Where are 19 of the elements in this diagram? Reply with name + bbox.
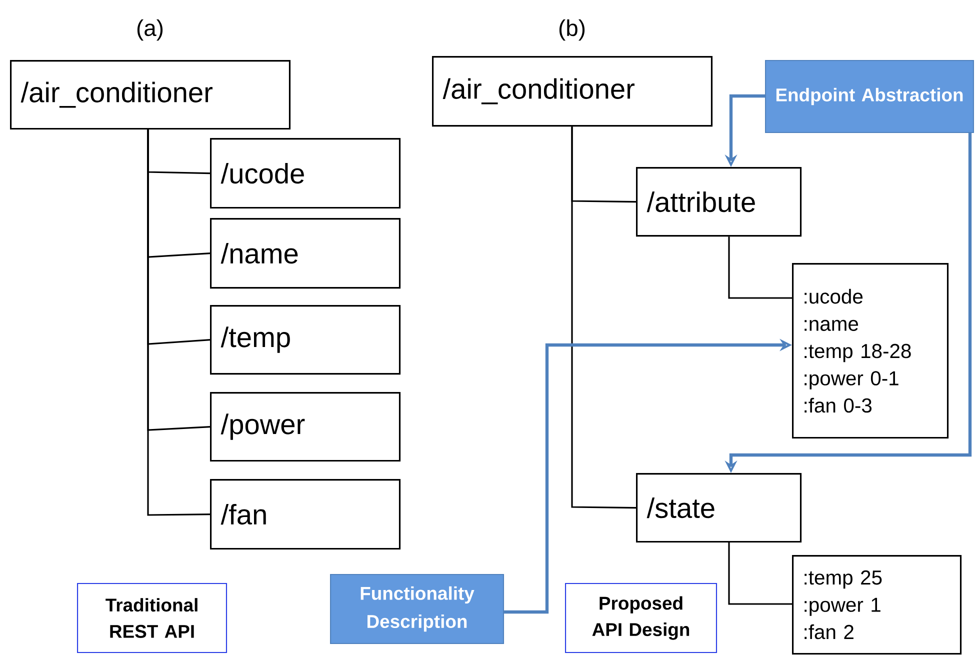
tree-line — [728, 542, 792, 605]
path-box: /air_conditioner — [10, 60, 291, 130]
tree-line — [571, 126, 636, 509]
parameter-list-box: :ucode :name :temp 18-28 :power 0-1 :fan 0-3 — [792, 263, 949, 439]
parameter-list-box: :temp 25 :power 1 :fan 2 — [792, 555, 962, 655]
path-box: /ucode — [210, 138, 401, 209]
path-box: /power — [210, 392, 401, 462]
path-box: /attribute — [636, 167, 802, 237]
path-box: /air_conditioner — [432, 56, 713, 127]
path-box: /temp — [210, 305, 401, 375]
callout-box: Functionality Description — [330, 574, 504, 644]
path-box: /state — [636, 473, 802, 543]
tree-line — [147, 130, 210, 516]
caption-box: Proposed API Design — [565, 583, 718, 654]
path-box: /fan — [210, 479, 401, 550]
path-box: /name — [210, 218, 401, 289]
caption-box: Traditional REST API — [77, 583, 228, 654]
callout-box: Endpoint Abstraction — [765, 60, 974, 134]
tree-line — [728, 236, 792, 299]
